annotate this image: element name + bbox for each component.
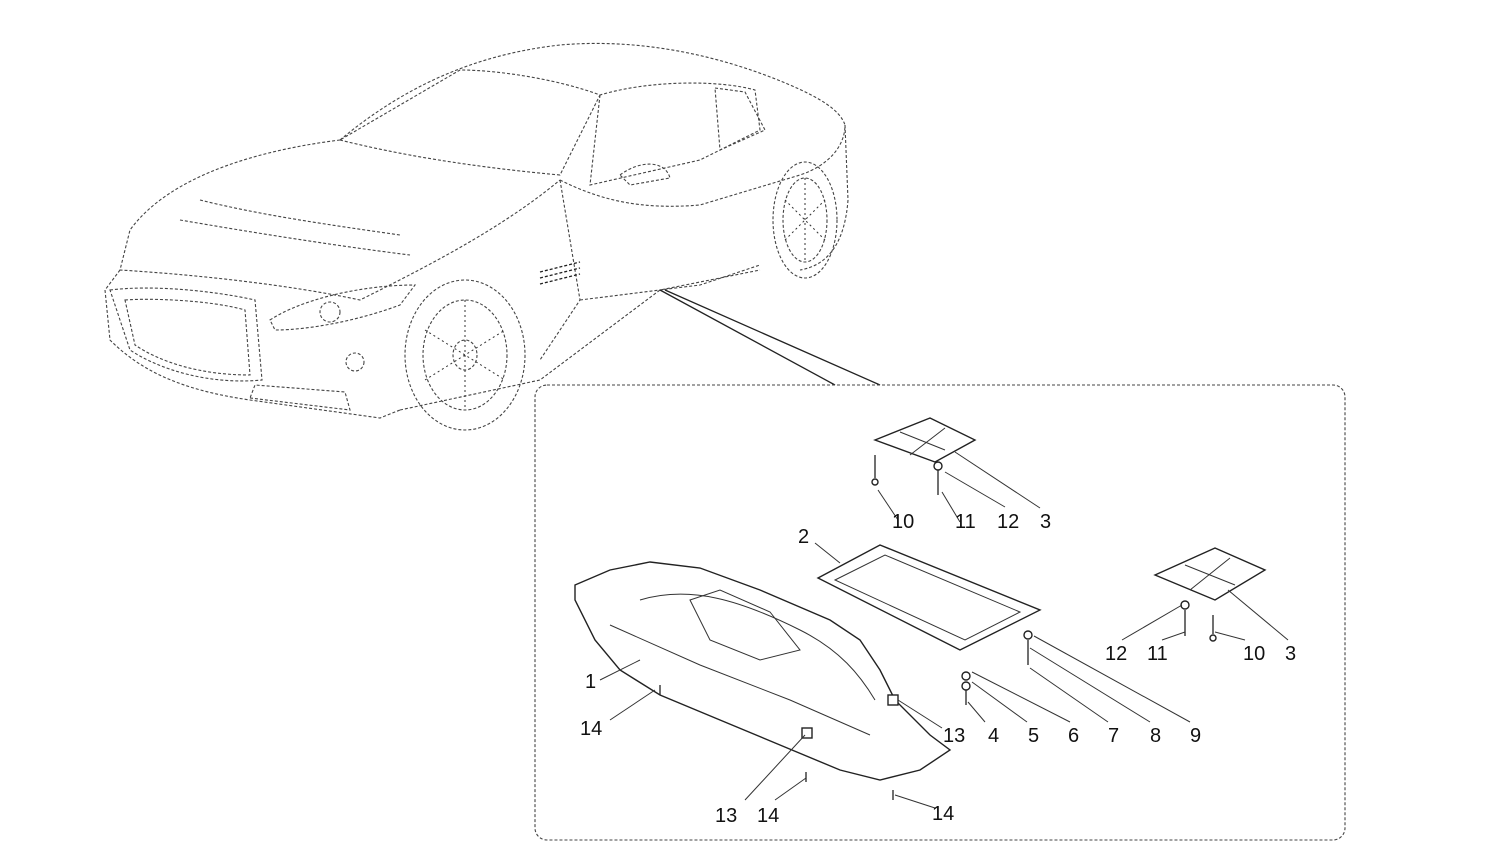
callout-2: 2	[798, 526, 809, 548]
callout-12-right: 12	[1105, 643, 1127, 665]
fasteners	[659, 455, 1217, 800]
callout-14-right: 14	[932, 803, 954, 825]
callout-5: 5	[1028, 725, 1039, 747]
callout-leaders	[599, 451, 1289, 809]
callout-3-right: 3	[1285, 643, 1296, 665]
callout-8: 8	[1150, 725, 1161, 747]
callout-7: 7	[1108, 725, 1119, 747]
callout-10-upper: 10	[892, 511, 914, 533]
callout-13-right: 13	[943, 725, 965, 747]
callout-labels: 1 2 3 3 4 5 6 7 8 9 10 10 11 11 12 12 13…	[580, 511, 1296, 827]
callout-3-upper: 3	[1040, 511, 1051, 533]
callout-11-right: 11	[1147, 643, 1168, 665]
callout-6: 6	[1068, 725, 1079, 747]
callout-10-right: 10	[1243, 643, 1265, 665]
detail-frame	[534, 384, 1346, 841]
callout-13-lower: 13	[715, 805, 737, 827]
car-illustration	[104, 42, 849, 431]
callout-4: 4	[988, 725, 999, 747]
part-2-center-panel	[816, 544, 1042, 651]
callout-11-upper: 11	[955, 511, 976, 533]
leader-car-to-detail	[659, 289, 881, 386]
callout-14-left: 14	[580, 718, 602, 740]
part-1-underbody-panel	[574, 561, 952, 781]
part-3-bracket-right	[1153, 547, 1267, 601]
callout-12-upper: 12	[997, 511, 1019, 533]
callout-14-lower: 14	[757, 805, 779, 827]
part-3-bracket-upper	[873, 417, 977, 463]
callout-1: 1	[585, 671, 596, 693]
callout-9: 9	[1190, 725, 1201, 747]
